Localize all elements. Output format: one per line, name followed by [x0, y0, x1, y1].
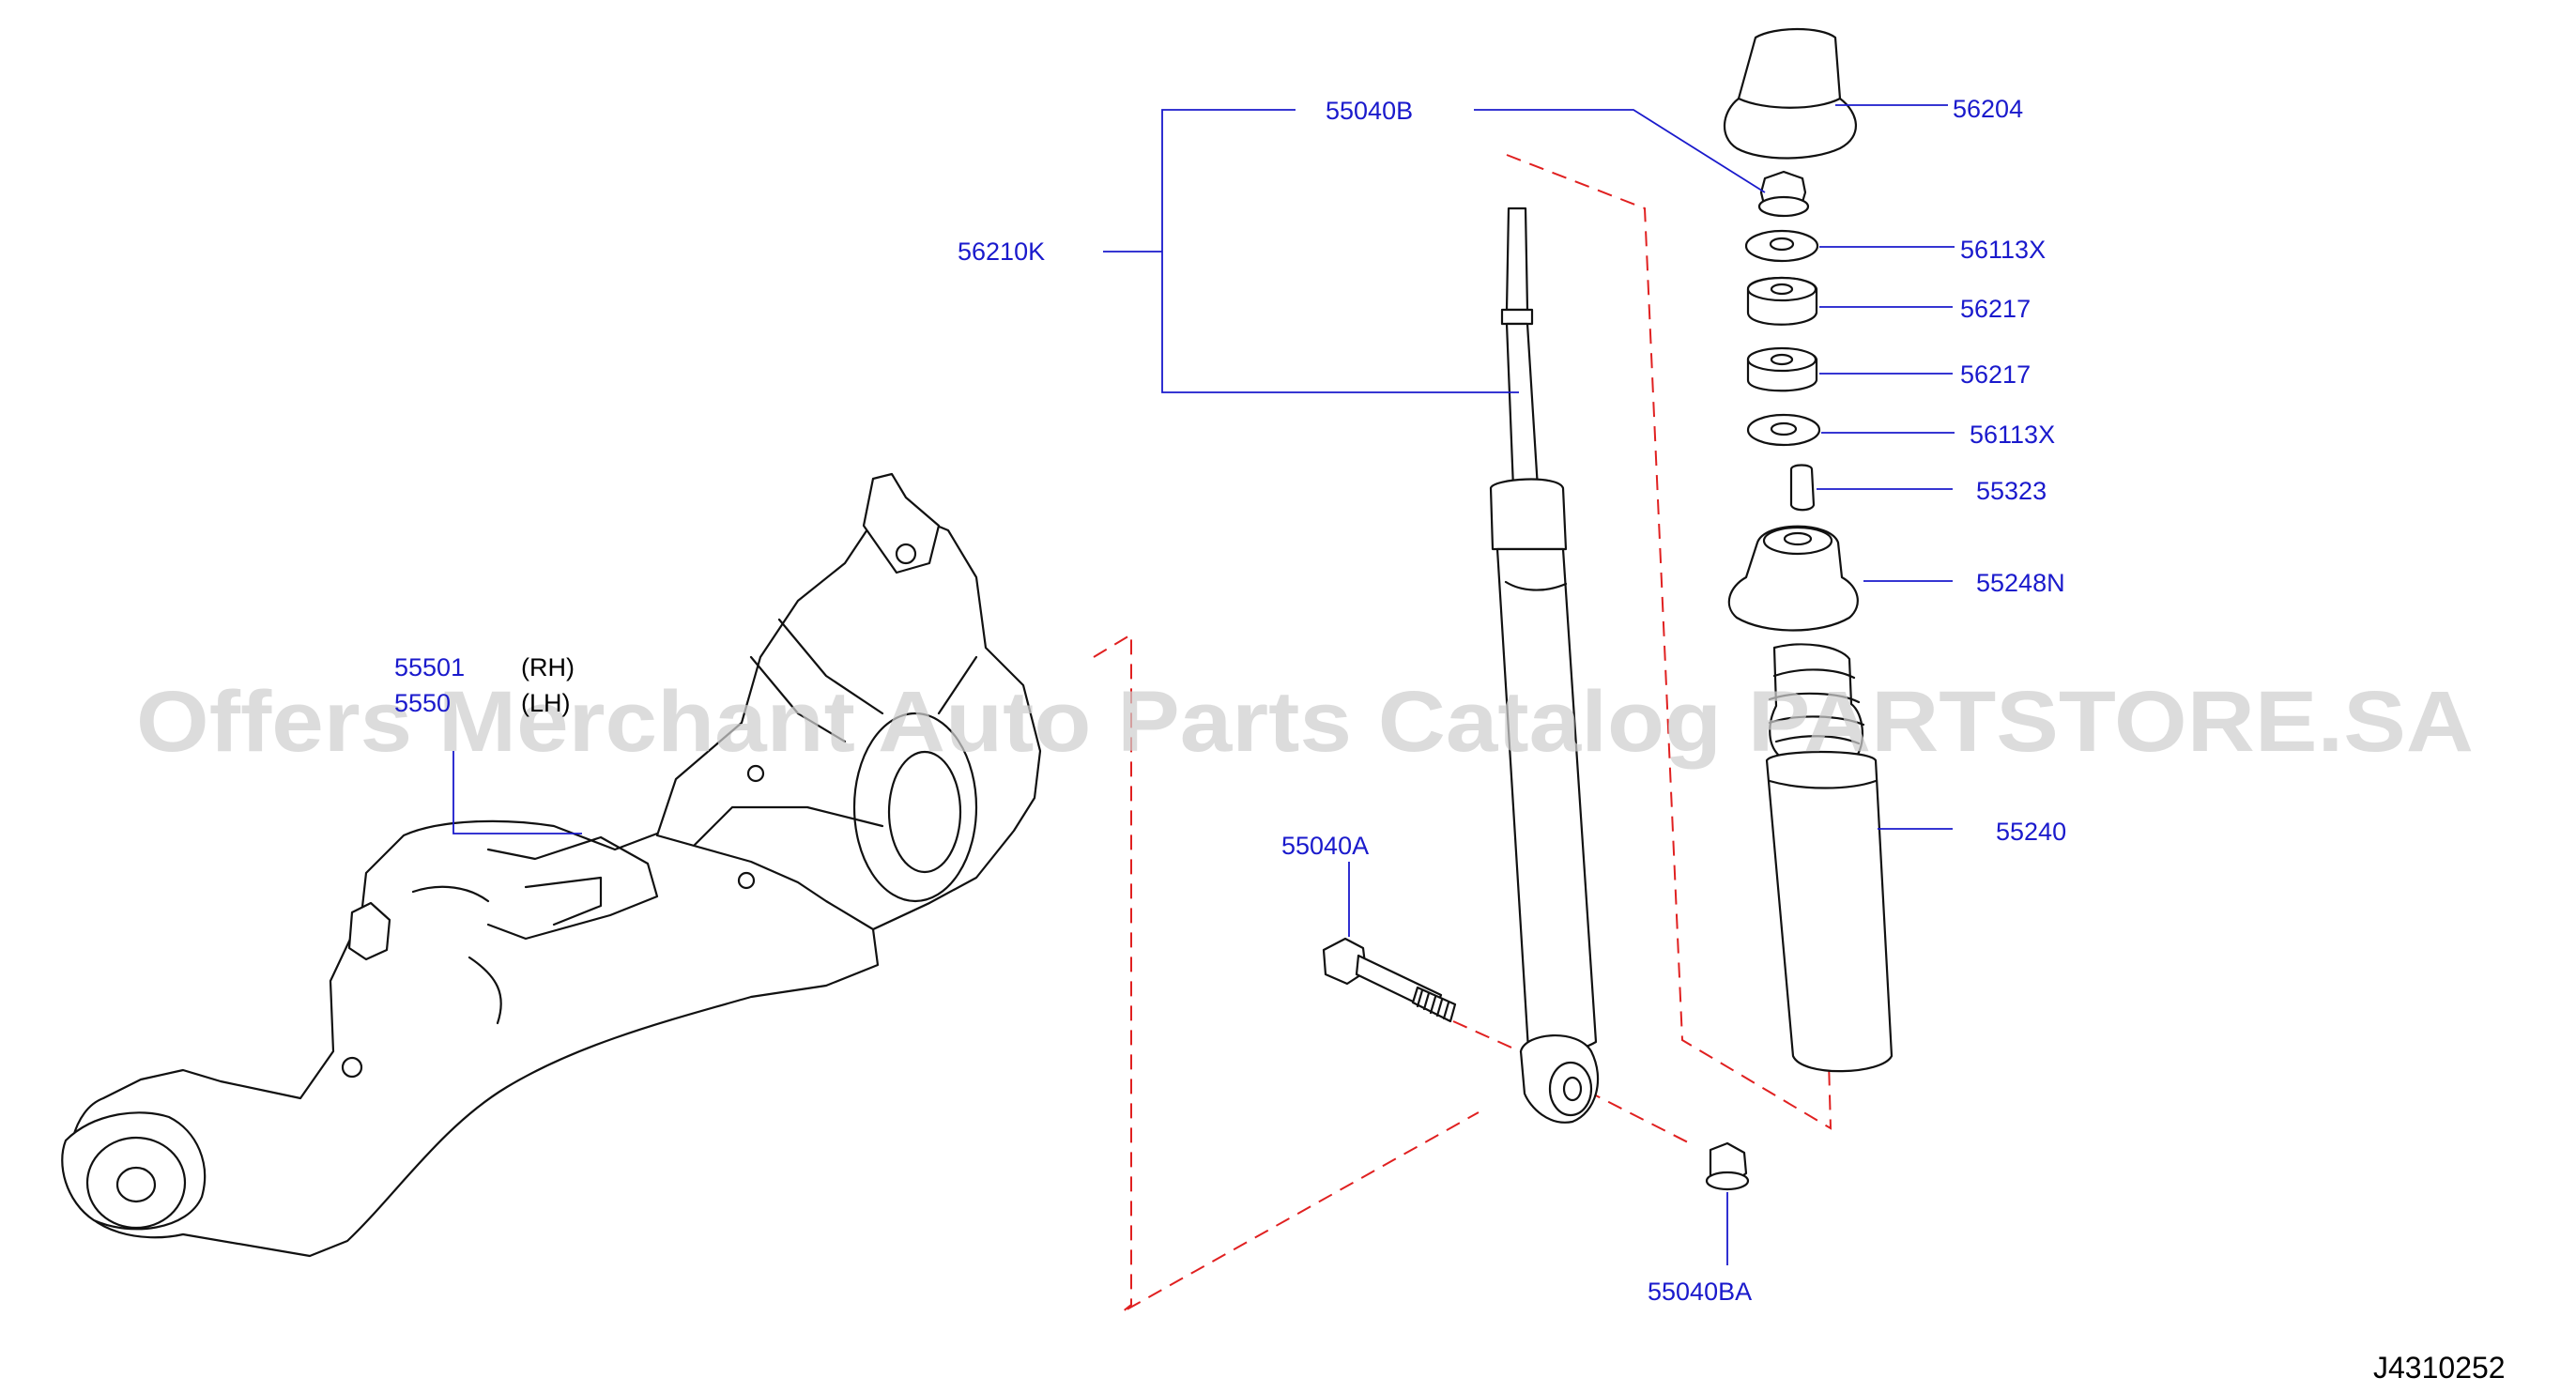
- upper-mount-stack: [1723, 27, 1894, 1073]
- label-56217-top[interactable]: 56217: [1960, 295, 2031, 323]
- knuckle-tab: [862, 472, 941, 574]
- hub-bore: [887, 750, 962, 874]
- bushing-upper-hole: [1770, 283, 1794, 296]
- bolt-thread-lines: [1416, 988, 1450, 1020]
- diagram-id: J4310252: [2373, 1351, 2506, 1385]
- label-56113X-bottom[interactable]: 56113X: [1970, 421, 2055, 449]
- arm-hole: [341, 1056, 363, 1079]
- bushing-inner: [115, 1166, 157, 1203]
- guide-bolt-axis: [1452, 1020, 1531, 1057]
- knuckle-assembly: [61, 472, 1042, 1258]
- nut-55040BA: [1705, 1141, 1750, 1191]
- guide-upper-frame: [1506, 154, 1832, 1130]
- bump-cap-band: [1737, 97, 1842, 109]
- leader-56210K-bracket: [1161, 109, 1519, 393]
- label-55040B[interactable]: 55040B: [1326, 97, 1413, 125]
- label-56210K[interactable]: 56210K: [958, 237, 1045, 266]
- leader-55040B: [1474, 109, 1766, 193]
- assembly-guides: [1093, 154, 1832, 1313]
- watermark: Offers Merchant Auto Parts Catalog PARTS…: [136, 674, 2474, 770]
- bushing-lower-hole: [1770, 353, 1794, 366]
- washer-top-hole: [1769, 237, 1795, 252]
- leader-lines: [452, 104, 1955, 1265]
- mount-cup-hole: [1783, 531, 1813, 546]
- leader-55501: [452, 751, 582, 834]
- label-56204[interactable]: 56204: [1953, 95, 2023, 123]
- label-55502[interactable]: 5550: [394, 689, 451, 717]
- shock-body: [1495, 547, 1598, 1054]
- label-lh: (LH): [521, 689, 571, 717]
- shock-eye-bore: [1562, 1076, 1583, 1102]
- distance-tube: [1789, 464, 1816, 512]
- label-56113X-top[interactable]: 56113X: [1960, 236, 2046, 264]
- arm-hole: [737, 871, 756, 890]
- bump-cap: [1723, 27, 1857, 160]
- label-55240[interactable]: 55240: [1996, 818, 2066, 846]
- label-56217-bottom[interactable]: 56217: [1960, 360, 2031, 389]
- shock-body-band: [1504, 580, 1568, 591]
- part-labels: 55040B 56210K 56204 56113X 56217 56217 5…: [394, 95, 2066, 1306]
- dust-boot-band: [1768, 779, 1878, 789]
- label-55248N[interactable]: 55248N: [1976, 569, 2065, 597]
- dust-boot: [1765, 750, 1894, 1073]
- washer-bottom-hole: [1770, 421, 1798, 436]
- shock-dust-seal: [1489, 478, 1568, 551]
- shock-rod: [1505, 322, 1540, 490]
- flange-nut-base: [1705, 1171, 1750, 1191]
- mount-cup: [1727, 525, 1859, 632]
- mount-nut-base: [1757, 195, 1810, 218]
- label-55040BA[interactable]: 55040BA: [1648, 1278, 1752, 1306]
- knuckle-tab-hole: [895, 543, 917, 565]
- arm-hole: [746, 764, 765, 783]
- guide-nut-axis: [1586, 1090, 1691, 1144]
- arm-bracket: [468, 835, 659, 1025]
- label-55501[interactable]: 55501: [394, 653, 465, 681]
- shock-rod-collar: [1500, 308, 1534, 326]
- arm-ribs: [411, 618, 978, 903]
- label-55040A[interactable]: 55040A: [1281, 832, 1369, 860]
- arm-lug: [347, 901, 391, 961]
- label-rh: (RH): [521, 653, 575, 681]
- shock-rod-tip: [1505, 207, 1529, 312]
- label-55323[interactable]: 55323: [1976, 477, 2047, 505]
- shock-absorber: [1489, 207, 1600, 1124]
- bolt-55040A: [1322, 937, 1457, 1023]
- bump-stop-ribs: [1768, 668, 1865, 745]
- guide-knuckle-frame: [1093, 633, 1480, 1313]
